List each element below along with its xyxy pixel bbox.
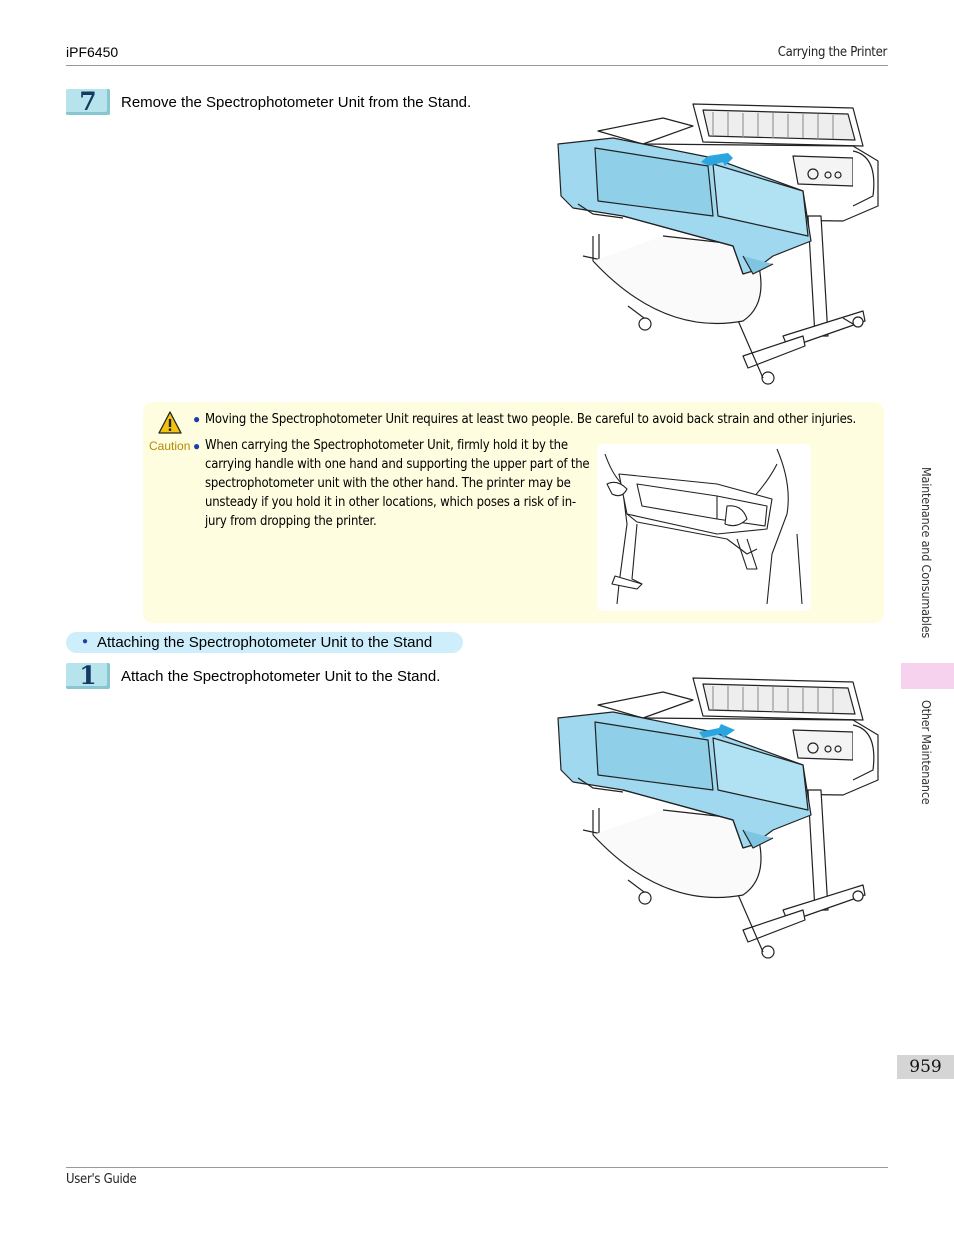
caution-bullet-2-line: When carrying the Spectrophotometer Unit… [205,438,568,453]
step-7-text: Remove the Spectrophotometer Unit from t… [121,94,472,111]
illustration-remove-unit [557,103,879,385]
section-heading-pill [66,632,463,653]
section-heading: Attaching the Spectrophotometer Unit to … [97,634,433,651]
side-tab-section[interactable]: Other Maintenance [919,700,934,805]
page-number: 959 [897,1055,954,1079]
step-7-badge: 7 [66,89,110,115]
footer-title: User's Guide [66,1172,137,1187]
illustration-attach-unit [557,677,879,959]
header-rule [66,65,888,66]
header-section: Carrying the Printer [777,45,888,60]
bullet-icon: ● [82,636,89,647]
warning-triangle-icon [158,411,182,434]
side-tab-active-marker [901,663,954,689]
step-1-text: Attach the Spectrophotometer Unit to the… [121,668,441,685]
header-model: iPF6450 [66,44,119,60]
footer-rule [66,1167,888,1168]
caution-bullet-1: Moving the Spectrophotometer Unit requir… [205,412,856,427]
caution-bullet-2-line: spectrophotometer unit with the other ha… [205,476,571,491]
step-1-badge: 1 [66,663,110,689]
caution-label: Caution [149,439,191,453]
bullet-icon: ● [193,412,201,426]
caution-bullet-2-line: carrying handle with one hand and suppor… [205,457,590,472]
caution-bullet-2-line: jury from dropping the printer. [205,514,377,529]
side-tab-chapter[interactable]: Maintenance and Consumables [919,467,934,639]
illustration-carrying-unit [597,444,811,611]
caution-bullet-2: When carrying the Spectrophotometer Unit… [205,436,590,531]
caution-bullet-2-line: unsteady if you hold it in other locatio… [205,495,576,510]
bullet-icon: ● [193,439,201,453]
